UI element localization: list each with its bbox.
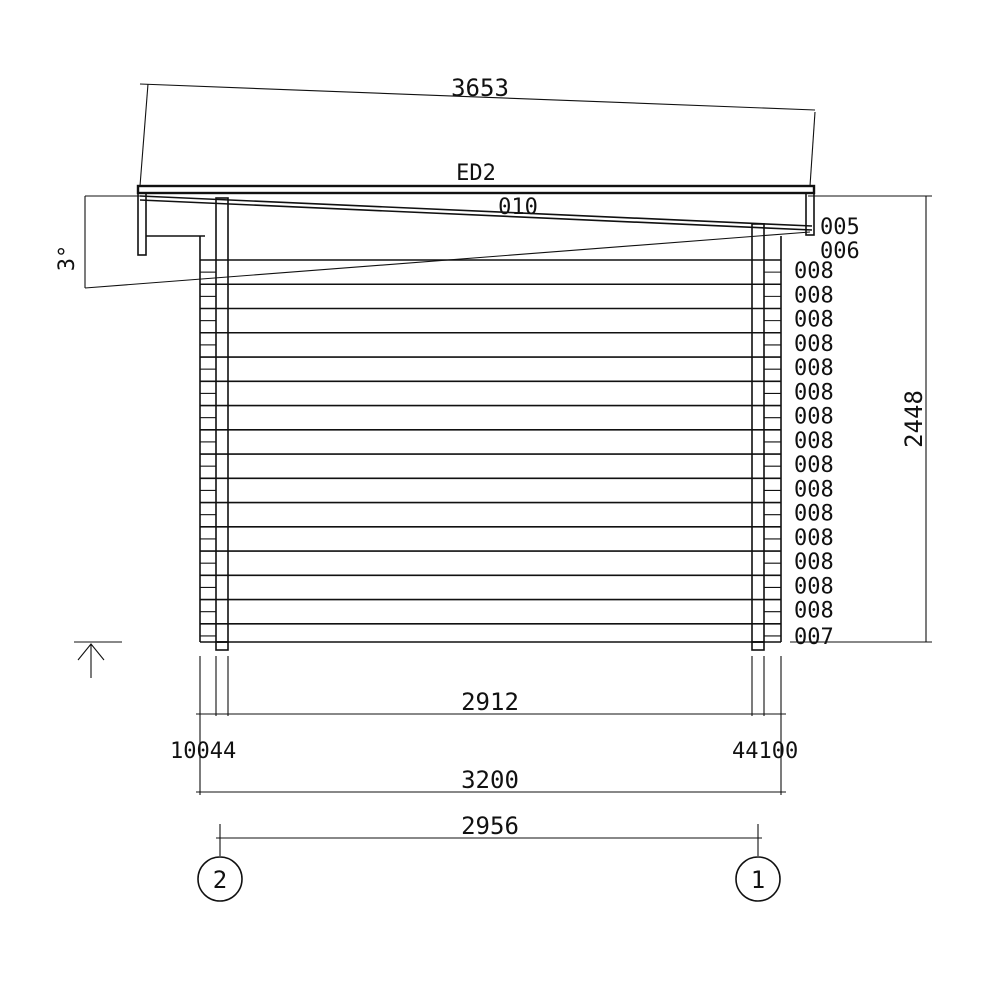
log-label: 008 bbox=[794, 380, 834, 405]
log-label: 008 bbox=[794, 477, 834, 502]
log-labels: 0080080080080080080080080080080080080080… bbox=[794, 259, 834, 624]
roof-length-label: 3653 bbox=[451, 74, 509, 102]
axis-marker-left bbox=[197, 856, 243, 902]
left-offset-label: 10044 bbox=[170, 739, 236, 764]
log-label: 008 bbox=[794, 502, 834, 527]
roof-edge bbox=[136, 184, 816, 195]
axis-left-label: 2 bbox=[213, 866, 227, 894]
floor-level-marker bbox=[74, 641, 122, 678]
axis-distance-label: 2956 bbox=[461, 812, 519, 840]
log-label: 008 bbox=[794, 356, 834, 381]
right-fascia bbox=[805, 192, 815, 236]
log-label: 008 bbox=[794, 405, 834, 430]
roof-board-label: 010 bbox=[498, 195, 538, 220]
height-label: 2448 bbox=[900, 390, 928, 448]
right-post-foot bbox=[751, 641, 765, 651]
roof-length-ext-right bbox=[809, 111, 816, 187]
left-post-foot bbox=[215, 641, 229, 651]
roof-edge-label: ED2 bbox=[456, 161, 496, 186]
bottom-dimensions: 2912 10044 44100 3200 2956 2 1 bbox=[170, 656, 798, 902]
roof-angle-label: 3° bbox=[55, 245, 80, 272]
log-label: 008 bbox=[794, 283, 834, 308]
height-dimension: 2448 bbox=[790, 195, 932, 643]
log-label: 008 bbox=[794, 429, 834, 454]
roof: 3653 ED2 010 3° 005 006 bbox=[55, 74, 860, 289]
log-label: 008 bbox=[794, 526, 834, 551]
roof-board-bottom bbox=[139, 199, 813, 231]
log-layers bbox=[200, 259, 781, 637]
inner-length-label: 2912 bbox=[461, 688, 519, 716]
log-label: 008 bbox=[794, 308, 834, 333]
part-006-label: 006 bbox=[820, 239, 860, 264]
right-offset-label: 44100 bbox=[732, 739, 798, 764]
log-label: 008 bbox=[794, 332, 834, 357]
roof-length-ext-left bbox=[139, 83, 149, 187]
roof-board-top bbox=[139, 195, 813, 227]
wall: 0080080080080080080080080080080080080080… bbox=[199, 197, 834, 651]
log-label: 008 bbox=[794, 574, 834, 599]
level-arrow-head bbox=[77, 643, 105, 661]
log-label: 008 bbox=[794, 550, 834, 575]
left-fascia bbox=[137, 192, 147, 256]
bottom-log-label: 007 bbox=[794, 625, 834, 650]
axis-right-label: 1 bbox=[751, 866, 765, 894]
right-corner-post bbox=[751, 223, 765, 643]
log-label: 008 bbox=[794, 453, 834, 478]
part-005-label: 005 bbox=[820, 215, 860, 240]
axis-marker-right bbox=[735, 856, 781, 902]
log-label: 008 bbox=[794, 599, 834, 624]
outer-length-label: 3200 bbox=[461, 766, 519, 794]
log-label: 008 bbox=[794, 259, 834, 284]
roof-length-dimension-line bbox=[139, 83, 816, 111]
